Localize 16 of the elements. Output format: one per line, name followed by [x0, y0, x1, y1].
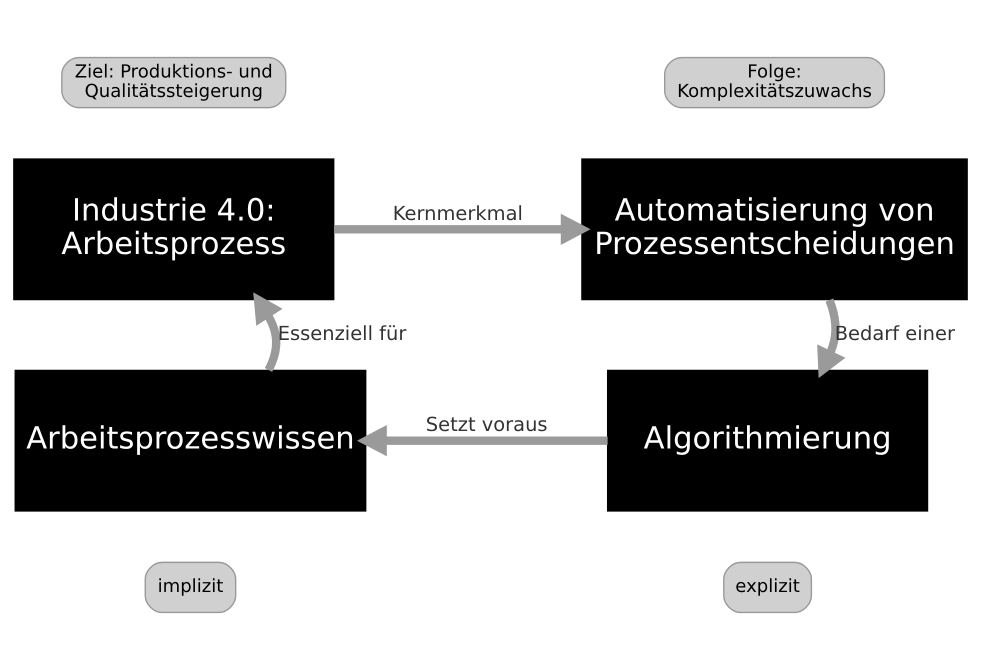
node-box: Industrie 4.0: Arbeitsprozess	[13, 158, 334, 300]
edge-label: Kernmerkmal	[392, 201, 523, 224]
edge-label: Bedarf einer	[834, 322, 955, 345]
arrow	[253, 292, 283, 372]
arrow	[356, 424, 608, 456]
node-box: explizit	[723, 561, 812, 613]
node-box: Algorithmierung	[606, 369, 928, 512]
node-box: Automatisierung von Prozessentscheidungen	[581, 158, 968, 300]
edge-label: Setzt voraus	[426, 412, 548, 436]
node-box: Ziel: Produktions- und Qualitätssteigerung	[61, 56, 286, 108]
node-box: Arbeitsprozesswissen	[14, 369, 366, 512]
arrow	[334, 213, 591, 244]
node-box: Folge: Komplexitätszuwachs	[664, 56, 886, 108]
node-box: implizit	[144, 561, 236, 613]
arrow	[817, 298, 846, 378]
edge-label: Essenziell für	[278, 322, 406, 345]
